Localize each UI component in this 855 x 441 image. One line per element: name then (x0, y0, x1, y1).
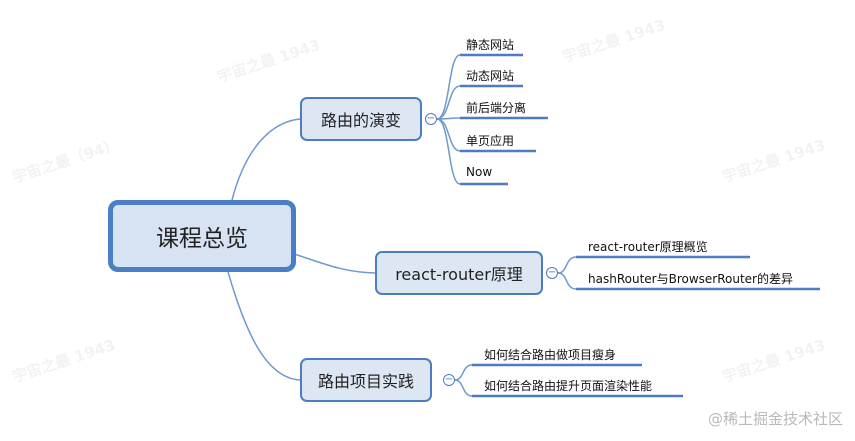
link-b2-leaf-1 (454, 379, 473, 397)
root-node[interactable]: 课程总览 (108, 200, 296, 272)
link-b1-leaf-0 (557, 256, 577, 274)
collapse-toggle-icon[interactable]: − (443, 374, 455, 386)
link-root-branch-0 (231, 118, 301, 201)
leaf-node[interactable]: hashRouter与BrowserRouter的差异 (588, 272, 793, 286)
branch-node-routing-practice[interactable]: 路由项目实践 (300, 358, 432, 402)
leaf-node[interactable]: 前后端分离 (466, 101, 527, 115)
leaf-node[interactable]: 如何结合路由做项目瘦身 (484, 348, 617, 362)
leaf-node[interactable]: Now (466, 165, 493, 179)
leaf-node[interactable]: react-router原理概览 (588, 240, 708, 254)
link-root-branch-1 (287, 251, 376, 274)
leaf-node[interactable]: 静态网站 (466, 38, 515, 52)
branch-node-react-router-principle[interactable]: react-router原理 (375, 251, 543, 295)
leaf-node[interactable]: 动态网站 (466, 69, 515, 83)
link-root-branch-2 (227, 271, 301, 381)
link-b2-leaf-0 (454, 364, 473, 381)
link-b1-leaf-1 (557, 272, 577, 290)
branch-node-routing-evolution[interactable]: 路由的演变 (300, 97, 422, 141)
collapse-toggle-icon[interactable]: − (425, 113, 437, 125)
leaf-node[interactable]: 如何结合路由提升页面渲染性能 (484, 379, 653, 393)
leaf-node[interactable]: 单页应用 (466, 134, 515, 148)
collapse-toggle-icon[interactable]: − (546, 267, 558, 279)
link-b0-leaf-4 (436, 118, 461, 185)
brand-watermark: @稀土掘金技术社区 (707, 410, 843, 428)
link-b0-leaf-1 (436, 85, 461, 120)
